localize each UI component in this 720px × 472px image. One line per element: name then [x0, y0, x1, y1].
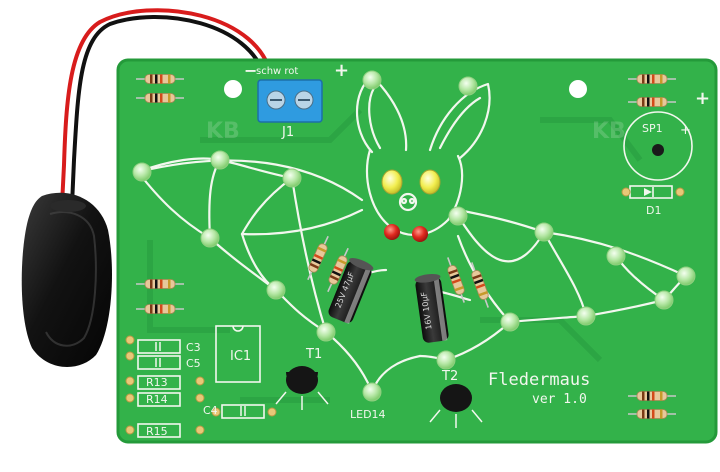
svg-text:schw rot: schw rot [256, 66, 298, 77]
diode-d1: D1 [644, 187, 661, 217]
board-version: ver 1.0 [532, 392, 587, 407]
transistor-t1: T1 [275, 347, 329, 410]
bat-silkscreen [136, 74, 688, 394]
led14-label: LED14 [350, 408, 386, 421]
svg-text:+: + [334, 60, 349, 81]
svg-text:C4: C4 [203, 404, 218, 417]
svg-text:+: + [695, 88, 710, 109]
svg-text:T2: T2 [441, 369, 458, 384]
battery-clip [21, 192, 112, 367]
svg-text:J1: J1 [281, 125, 294, 140]
svg-text:T1: T1 [305, 347, 322, 362]
board-title: Fledermaus [488, 370, 590, 390]
transistor-t2: T2 [429, 369, 483, 428]
leds-red-nose [384, 224, 428, 242]
watermark-right: KB [592, 119, 626, 144]
svg-text:+: + [680, 123, 691, 138]
screw-terminal-j1: J1 − schw rot + [244, 60, 349, 140]
buzzer-sp1: SP1 + + [642, 88, 710, 156]
svg-text:R13: R13 [146, 376, 168, 389]
svg-text:R14: R14 [146, 393, 168, 406]
electrolytic-cap-right: 16V 10µF [414, 273, 449, 343]
mounting-hole [569, 80, 587, 98]
svg-text:D1: D1 [646, 204, 661, 217]
svg-text:R15: R15 [146, 425, 168, 438]
pcb-board: KB KB [116, 58, 718, 444]
svg-text:IC1: IC1 [230, 349, 251, 364]
red-wire [60, 8, 274, 206]
mounting-hole [224, 80, 242, 98]
svg-text:C5: C5 [186, 357, 201, 370]
watermark-left: KB [206, 119, 240, 144]
ic1-footprint: IC1 [230, 325, 251, 364]
pads [125, 187, 685, 435]
leds-yellow-eyes [381, 169, 441, 195]
svg-text:C3: C3 [186, 341, 201, 354]
left-labels: C3 C5 C4 R13 R14 R15 [146, 341, 246, 438]
leds-green [132, 70, 696, 402]
black-wire [70, 14, 267, 206]
svg-text:−: − [244, 61, 257, 80]
svg-text:SP1: SP1 [642, 122, 663, 135]
